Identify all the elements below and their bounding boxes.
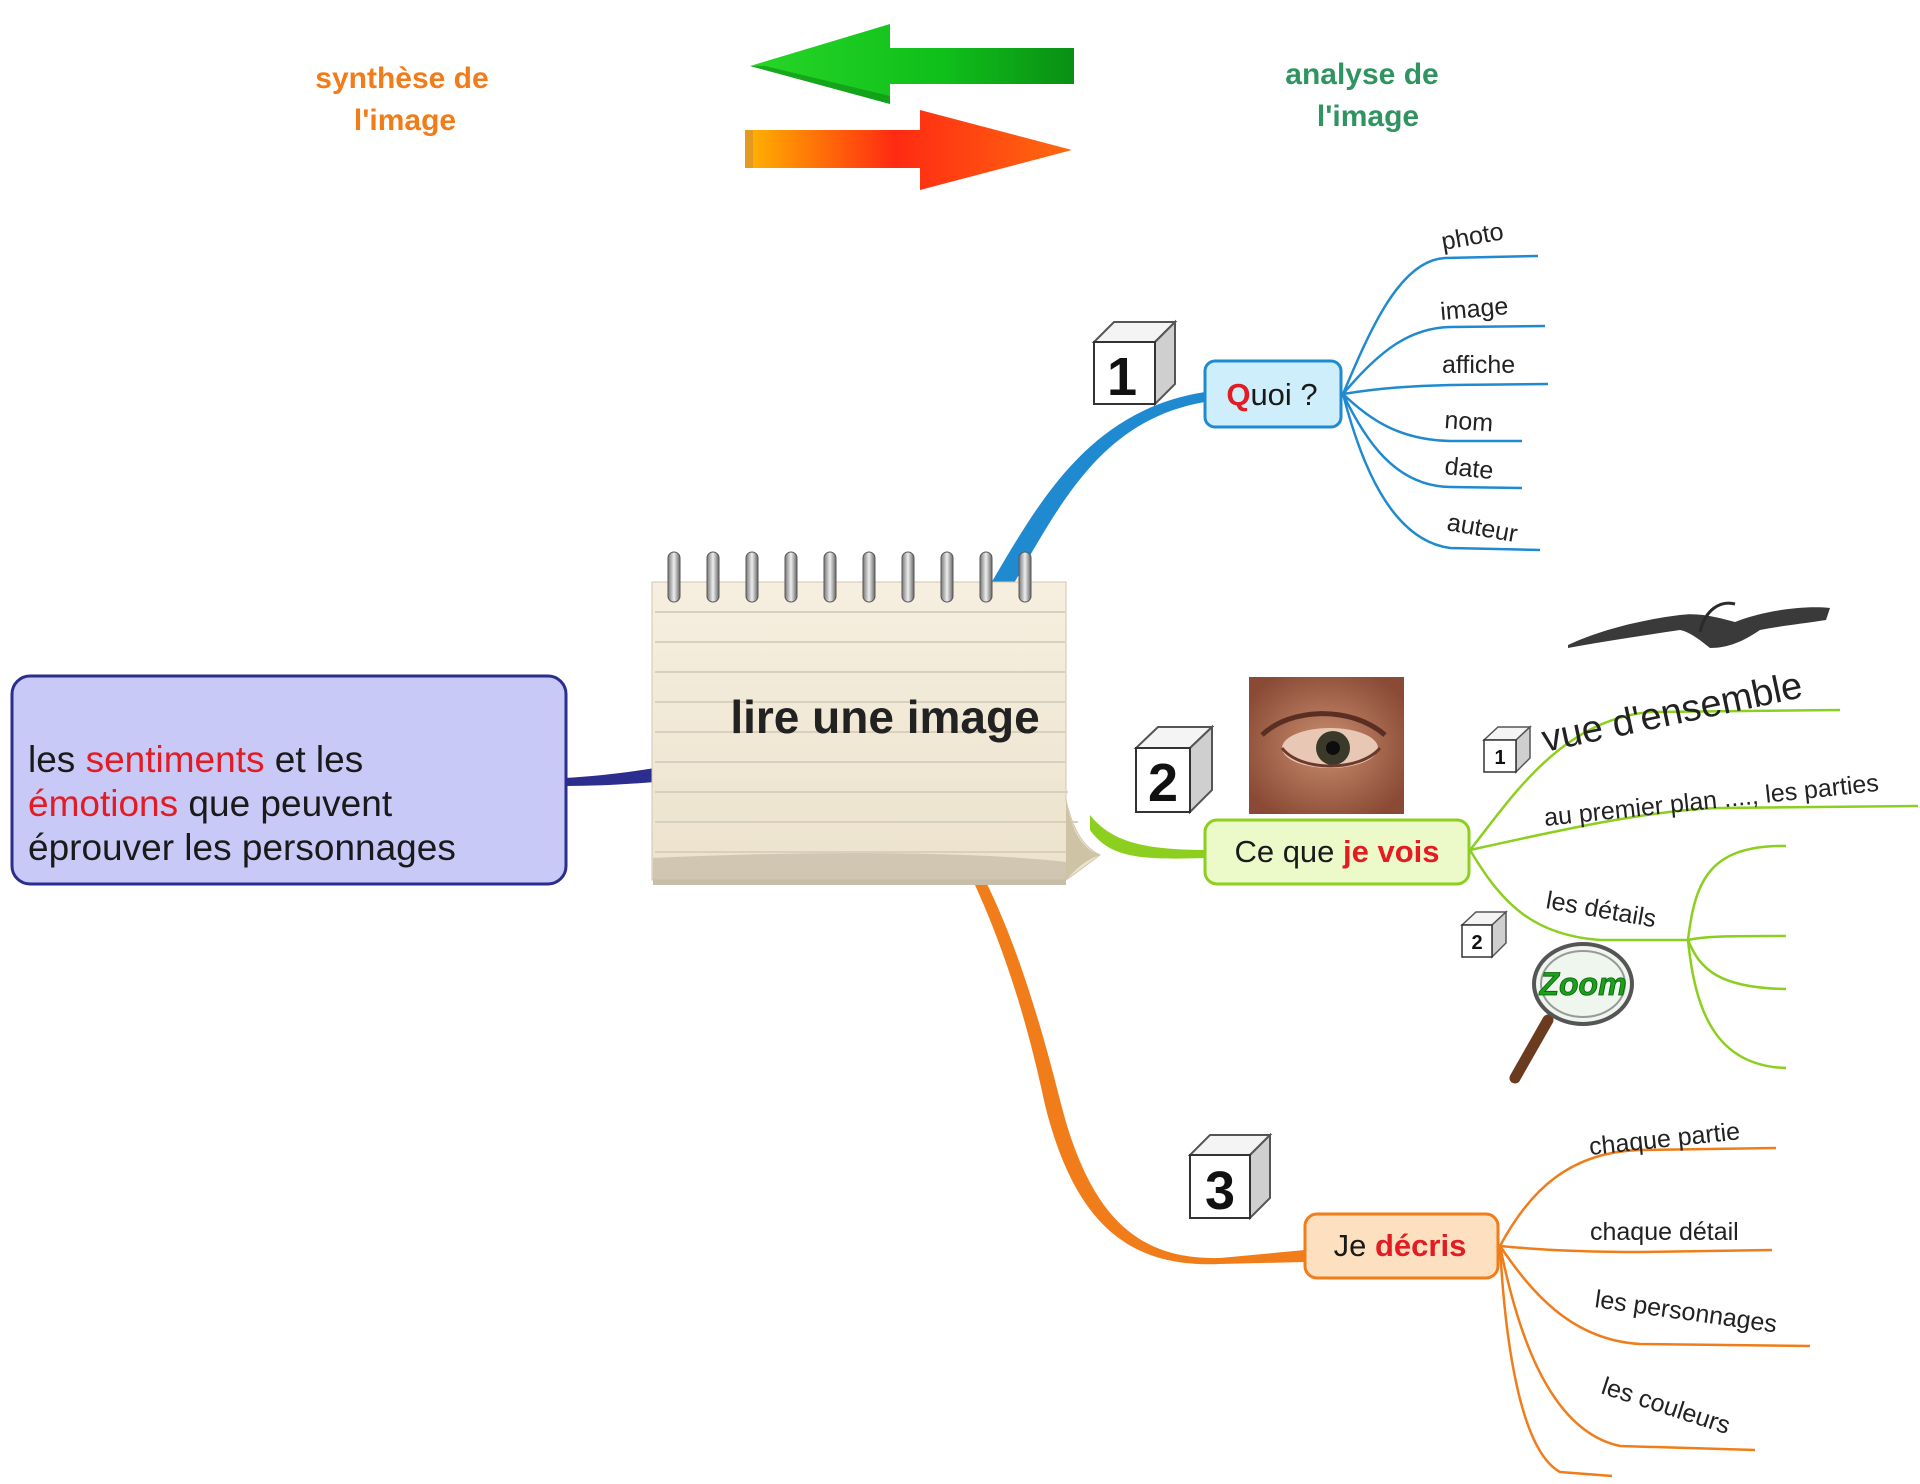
left-box-text-c: et les [265, 739, 364, 780]
je-vois-label: Ce que je vois [1234, 834, 1439, 869]
chaque-detail: chaque détail [1590, 1218, 1739, 1246]
bird-icon [1568, 601, 1830, 648]
left-box [10, 674, 568, 886]
small-cube-1 [1482, 725, 1532, 774]
item-nom: nom [1444, 406, 1494, 437]
line-details [1468, 849, 1688, 942]
les-couleurs: les couleurs [1598, 1372, 1734, 1440]
line-chaque-partie [1498, 1146, 1777, 1247]
number-3: 3 [1205, 1161, 1235, 1221]
analyse-label-1: analyse de [1285, 58, 1438, 91]
arrow-right-orange-icon [745, 110, 1072, 190]
decris-label-a: Je [1334, 1228, 1375, 1263]
number-1: 1 [1107, 347, 1137, 407]
notepad-center [651, 551, 1101, 885]
left-box-text-sentiments: sentiments [86, 739, 265, 780]
line-extra [1498, 1245, 1613, 1478]
zoom-label: Zoom [1538, 966, 1626, 1002]
item-photo: photo [1439, 217, 1505, 255]
item-date: date [1443, 452, 1494, 485]
left-box-text-peuvent: que peuvent [178, 783, 393, 824]
small-number-1: 1 [1494, 747, 1505, 769]
line-detail-3 [1686, 939, 1787, 991]
line-photo [1341, 254, 1539, 395]
number-cube-1 [1091, 319, 1178, 407]
je-vois-label-a: Ce que [1234, 834, 1343, 869]
left-box-text-a: les [28, 739, 86, 780]
item-affiche: affiche [1442, 351, 1515, 379]
number-cube-2 [1133, 724, 1215, 815]
connector-left [565, 768, 655, 786]
line-personnages [1498, 1245, 1811, 1348]
line-premier-plan [1469, 804, 1919, 852]
left-box-line3: éprouver les personnages [28, 827, 456, 868]
vue-ensemble: vue d'ensemble [1538, 665, 1806, 761]
item-auteur: auteur [1445, 508, 1520, 548]
number-cube-3 [1187, 1132, 1273, 1221]
left-box-text-emotions: émotions [28, 783, 178, 824]
synthese-label-1: synthèse de [315, 62, 488, 95]
small-number-2: 2 [1471, 932, 1482, 954]
decris-sub-lines [1498, 1146, 1811, 1478]
chaque-partie: chaque partie [1588, 1117, 1742, 1161]
decris-label: Je décris [1334, 1228, 1467, 1263]
premier-plan: au premier plan ...., les parties [1543, 769, 1880, 832]
je-vois-box [1203, 818, 1471, 886]
branch1-connector [990, 392, 1205, 590]
je-vois-label-b: je vois [1342, 834, 1440, 869]
line-date [1341, 393, 1523, 490]
item-image: image [1439, 292, 1509, 326]
les-details: les détails [1544, 886, 1658, 933]
left-box-line2: émotions que peuvent [28, 783, 393, 824]
magnifier-icon [1509, 942, 1634, 1084]
line-chaque-detail [1499, 1244, 1773, 1254]
center-title: lire une image [730, 691, 1039, 743]
line-detail-4 [1686, 939, 1787, 1070]
line-nom [1342, 393, 1522, 443]
synthese-label-2: l'image [354, 104, 456, 137]
line-auteur [1341, 393, 1541, 552]
line-detail-1 [1686, 844, 1787, 941]
left-box-line1: les sentiments et les [28, 739, 363, 780]
branch3-connector [975, 880, 1305, 1265]
quoi-label-rest: uoi ? [1250, 377, 1317, 412]
line-couleurs [1498, 1245, 1756, 1452]
line-image [1342, 324, 1546, 395]
les-personnages: les personnages [1593, 1285, 1779, 1338]
line-detail-2 [1687, 934, 1787, 942]
analyse-label-2: l'image [1317, 100, 1419, 133]
quoi-label: Quoi ? [1226, 377, 1317, 412]
eye-photo-icon [1249, 677, 1404, 814]
decris-box [1303, 1212, 1500, 1280]
quoi-label-q: Q [1226, 377, 1250, 412]
branch2-connector [1090, 815, 1205, 859]
quoi-sub-lines [1341, 254, 1549, 552]
number-2: 2 [1148, 753, 1178, 813]
arrow-left-green-icon [750, 24, 1074, 104]
line-vue [1469, 708, 1841, 851]
line-affiche [1342, 382, 1549, 396]
vois-sub-lines [1468, 708, 1919, 1070]
decris-label-b: décris [1375, 1228, 1466, 1263]
quoi-box [1203, 359, 1343, 429]
small-cube-2 [1460, 910, 1508, 959]
